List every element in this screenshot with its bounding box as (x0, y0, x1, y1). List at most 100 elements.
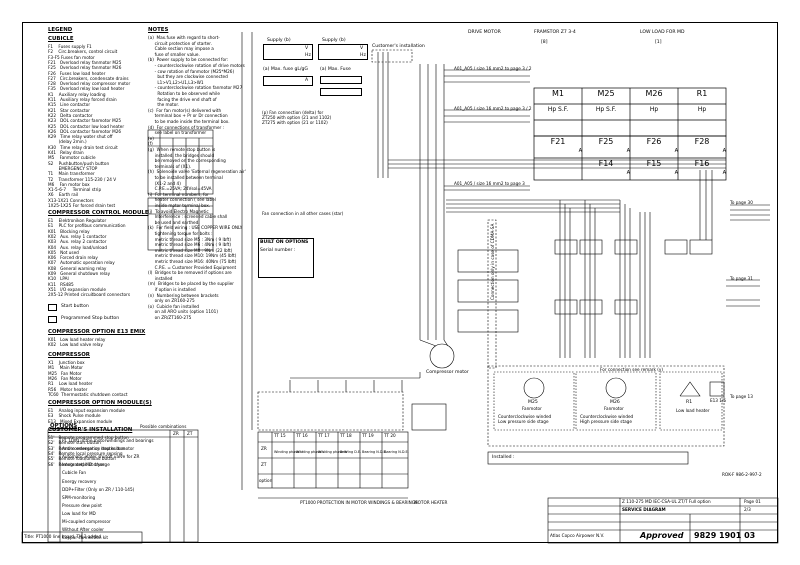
note-line: metric thread size M6 : 4Nm ( 9 lbft) (148, 242, 231, 248)
pt1000-sub-5: Bearing N.D.E. (362, 450, 387, 454)
legend-cubicle-item: K26 DOL contactor fanmotor M26 (48, 128, 122, 134)
options-col-zr: ZR (173, 431, 179, 436)
legend-control-item: 2X5-12 Printed circuitboard connectors (48, 292, 131, 298)
notes-title: NOTES (148, 27, 169, 33)
legend-customer-item: S1' Remote programmed stop button (48, 435, 129, 440)
note-line: (o) Cubicle fan installed (148, 303, 200, 309)
legend-cubicle-item: 1X25-1X25 For forced drain test (48, 203, 116, 208)
legend-cubicle-item: F35 Overload relay low load heater (48, 86, 125, 92)
drawing-sheet (22, 22, 778, 543)
legend-cubicle-item: K23 DOL contactor fanmotor M25 (48, 118, 122, 124)
framstor-num: [8] (541, 40, 548, 45)
note-line: only on ZR160-275 (148, 298, 195, 304)
start-button-label: Start button (61, 304, 89, 309)
note-line: if option is installed (148, 287, 196, 292)
supply-block-left (263, 44, 313, 60)
legend-cubicle-item: X6 Earth rail (48, 192, 79, 198)
lowload-label: LOW LOAD FOR MD (640, 30, 685, 35)
maxfuse-right-box-1 (320, 76, 362, 84)
fuse-f16-a: A (722, 170, 726, 176)
legend-e13-title: COMPRESSOR OPTION E13 EMIX (48, 329, 146, 335)
option-item: Automatic water shutoff valve for ZR (62, 454, 140, 460)
legend-cubicle-item: K30 Time relay drain test circuit (48, 144, 118, 150)
motor-r1: R1 (696, 89, 708, 98)
motor-m26-hp: Hp (649, 106, 659, 113)
note-line: heater connection ( see label (148, 197, 216, 203)
fuse-f21-a: A (578, 148, 582, 154)
legend-customer-item: S2' Remote start button (48, 440, 101, 446)
pt1000-sub-1: Winding phase U (274, 450, 303, 454)
note-line: but they are clockwise connected (148, 74, 228, 80)
note-line: terminal box + Pr or Dr connection (148, 113, 228, 119)
note-line: (a) Max.fuse with regard to short- (148, 35, 220, 40)
fan-m26-caption: Counterclockwise winded High pressure si… (580, 414, 634, 425)
legend-customer-item: S4' Remote local pressure sensing (48, 450, 123, 456)
legend-cubicle-item: F27 Circ.breakers, condensate drains (48, 75, 129, 81)
note-line: (d) For connections of transformer : (148, 124, 224, 130)
legend-compressor-item: X1 Junction box (48, 360, 85, 365)
note-line: (g) When remote stop button is (148, 147, 216, 152)
supply-right-hz: Hz (360, 53, 366, 58)
note-line: tightening torque for bolts : (148, 231, 213, 236)
maxfuse-left: (a) Max. fuse gL/gG (263, 67, 308, 72)
legend-compressor-item: TC60 Thermostatic shutdown contact (48, 391, 128, 397)
page-label: Page 01 (744, 499, 761, 504)
code-label: ROK-F 986-2-997-2 (722, 472, 762, 477)
fan-m25-name: M25 (528, 400, 538, 405)
fuse-f16: F16 (694, 159, 710, 168)
wire-label-2: A01_A05 / size 16 mm2 to page 3 / 2 (454, 106, 532, 111)
pt1000-col-6: TT 20 (384, 433, 396, 438)
supply-right-title: Supply (b) (322, 38, 346, 43)
motor-m25: M25 (597, 89, 615, 98)
option-item: Pressure dew point (62, 502, 102, 508)
note-line: be removed on the corresponding (148, 158, 226, 164)
fan-m26-sub: Fanmotor (604, 406, 624, 411)
legend-cubicle-item: (delay 2min.) (48, 139, 87, 145)
maxfuse-right-box-2 (320, 88, 362, 96)
legend-cubicle-title: CUBICLE (48, 36, 74, 42)
prog-stop-label: Programmed Stop button (61, 316, 120, 321)
pt1000-sub-2: Winding phase V (296, 450, 325, 454)
fan-m26-name: M26 (610, 400, 620, 405)
title-line-1: Z 110-275 MD IEC-CSA-UL ZT/T Full option (622, 499, 711, 504)
legend-e13-item: K02 Low load valve relay (48, 342, 103, 348)
start-button-symbol (48, 304, 57, 311)
legend-customer-item: S5' Remote load/unload button (48, 456, 116, 462)
wire-label-page30: To page 30 (730, 200, 753, 205)
legend-cubicle-item: K11 Auxiliary relay forced drain (48, 97, 117, 102)
legend-cubicle-item: M6 Fan motor box (48, 181, 90, 187)
pt1000-sub-6: Bearing N.D.E. (384, 450, 409, 454)
note-line: C.P.E.=25VA; 24Vsol=45VA (148, 186, 212, 192)
motor-m26: M26 (645, 89, 663, 98)
options-col-zt: ZT (187, 431, 193, 436)
note-line: be used and earthed. (148, 219, 200, 225)
legend-cubicle-item: K41 Relay drain (48, 150, 84, 155)
legend-options-title: COMPRESSOR OPTION MODULE(S) (48, 400, 152, 406)
maxfuse-right: (a) Max. Fuse (320, 67, 351, 72)
note-line: metric thread size M5 : 3Nm ( 9 lbft) (148, 236, 231, 242)
fuse-f25: F25 (598, 137, 614, 146)
framstor-label: FRAMSTOR Z7 3-4 (534, 30, 576, 35)
legend-control-item: K09 General shutdown relay (48, 271, 111, 276)
supply-left-volt: V (305, 46, 309, 51)
legend-option-module-item: E3 Shock Pulse module (48, 413, 101, 419)
pt1000-title: PT1000 PROTECTION IN MOTOR WINDINGS & BE… (300, 500, 418, 505)
option-item: Copper connection kit (62, 535, 109, 541)
note-line: facing the drive end shaft of (148, 96, 217, 102)
option-item: DDP+Filter (Only on ZR / 110-145) (62, 486, 135, 492)
note-line: (l) Bridges to be removed if options are (148, 270, 232, 276)
note-line: - cow rotation of fanmotor (M25*M26) (148, 68, 235, 74)
compressor-motor-label: Compressor motor (426, 370, 469, 375)
pt1000-col-3: TT 17 (318, 433, 330, 438)
legend-cubicle-item: S2 Pushbutton/push button (48, 160, 110, 166)
legend-control-item: K03 Aux. relay 2 contactor (48, 239, 107, 245)
note-line: (m) Bridges to be placed by the supplier (148, 281, 234, 287)
legend-cubicle-item: K21 Star contactor (48, 107, 90, 113)
note-line: installed, the bridges should (148, 152, 215, 158)
note-line: metric thread size M10: 19Nm (45 lbft) (148, 253, 237, 259)
maxfuse-left-box (263, 76, 313, 86)
note-line: installed (148, 275, 173, 281)
legend-control-item: K10 LPAI (48, 276, 69, 282)
drive-motor-label: DRIVE MOTOR (468, 30, 501, 35)
fan-m25-caption: Counterclockwise winded Low pressure sid… (498, 414, 552, 425)
